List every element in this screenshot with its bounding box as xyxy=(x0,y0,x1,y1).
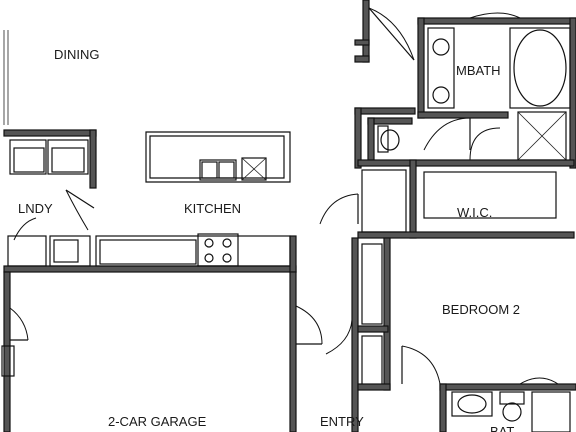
kitchen-island: KITCHEN xyxy=(145,131,291,216)
bath-label: BAT xyxy=(490,424,514,432)
bath-2: BAT xyxy=(439,377,571,432)
kitchen-counter xyxy=(3,233,297,273)
toilet-room xyxy=(354,107,416,169)
laundry: LNDY xyxy=(3,129,97,241)
dining-label: DINING xyxy=(54,47,100,62)
dining-walls xyxy=(3,30,9,125)
entry: ENTRY xyxy=(320,237,364,432)
garage-label: 2-CAR GARAGE xyxy=(108,414,207,429)
bedroom2-label: BEDROOM 2 xyxy=(442,302,520,317)
entry-label: ENTRY xyxy=(320,414,364,429)
master-bath: MBATH xyxy=(417,12,576,169)
bedroom-2: BEDROOM 2 xyxy=(357,237,576,391)
mbath-label: MBATH xyxy=(456,63,501,78)
lndy-label: LNDY xyxy=(18,201,53,216)
garage: 2-CAR GARAGE xyxy=(1,271,323,432)
wic-label: W.I.C. xyxy=(457,205,492,220)
master-corner-walls xyxy=(354,0,415,63)
walk-in-closet: W.I.C. xyxy=(319,127,575,239)
kitchen-label: KITCHEN xyxy=(184,201,241,216)
